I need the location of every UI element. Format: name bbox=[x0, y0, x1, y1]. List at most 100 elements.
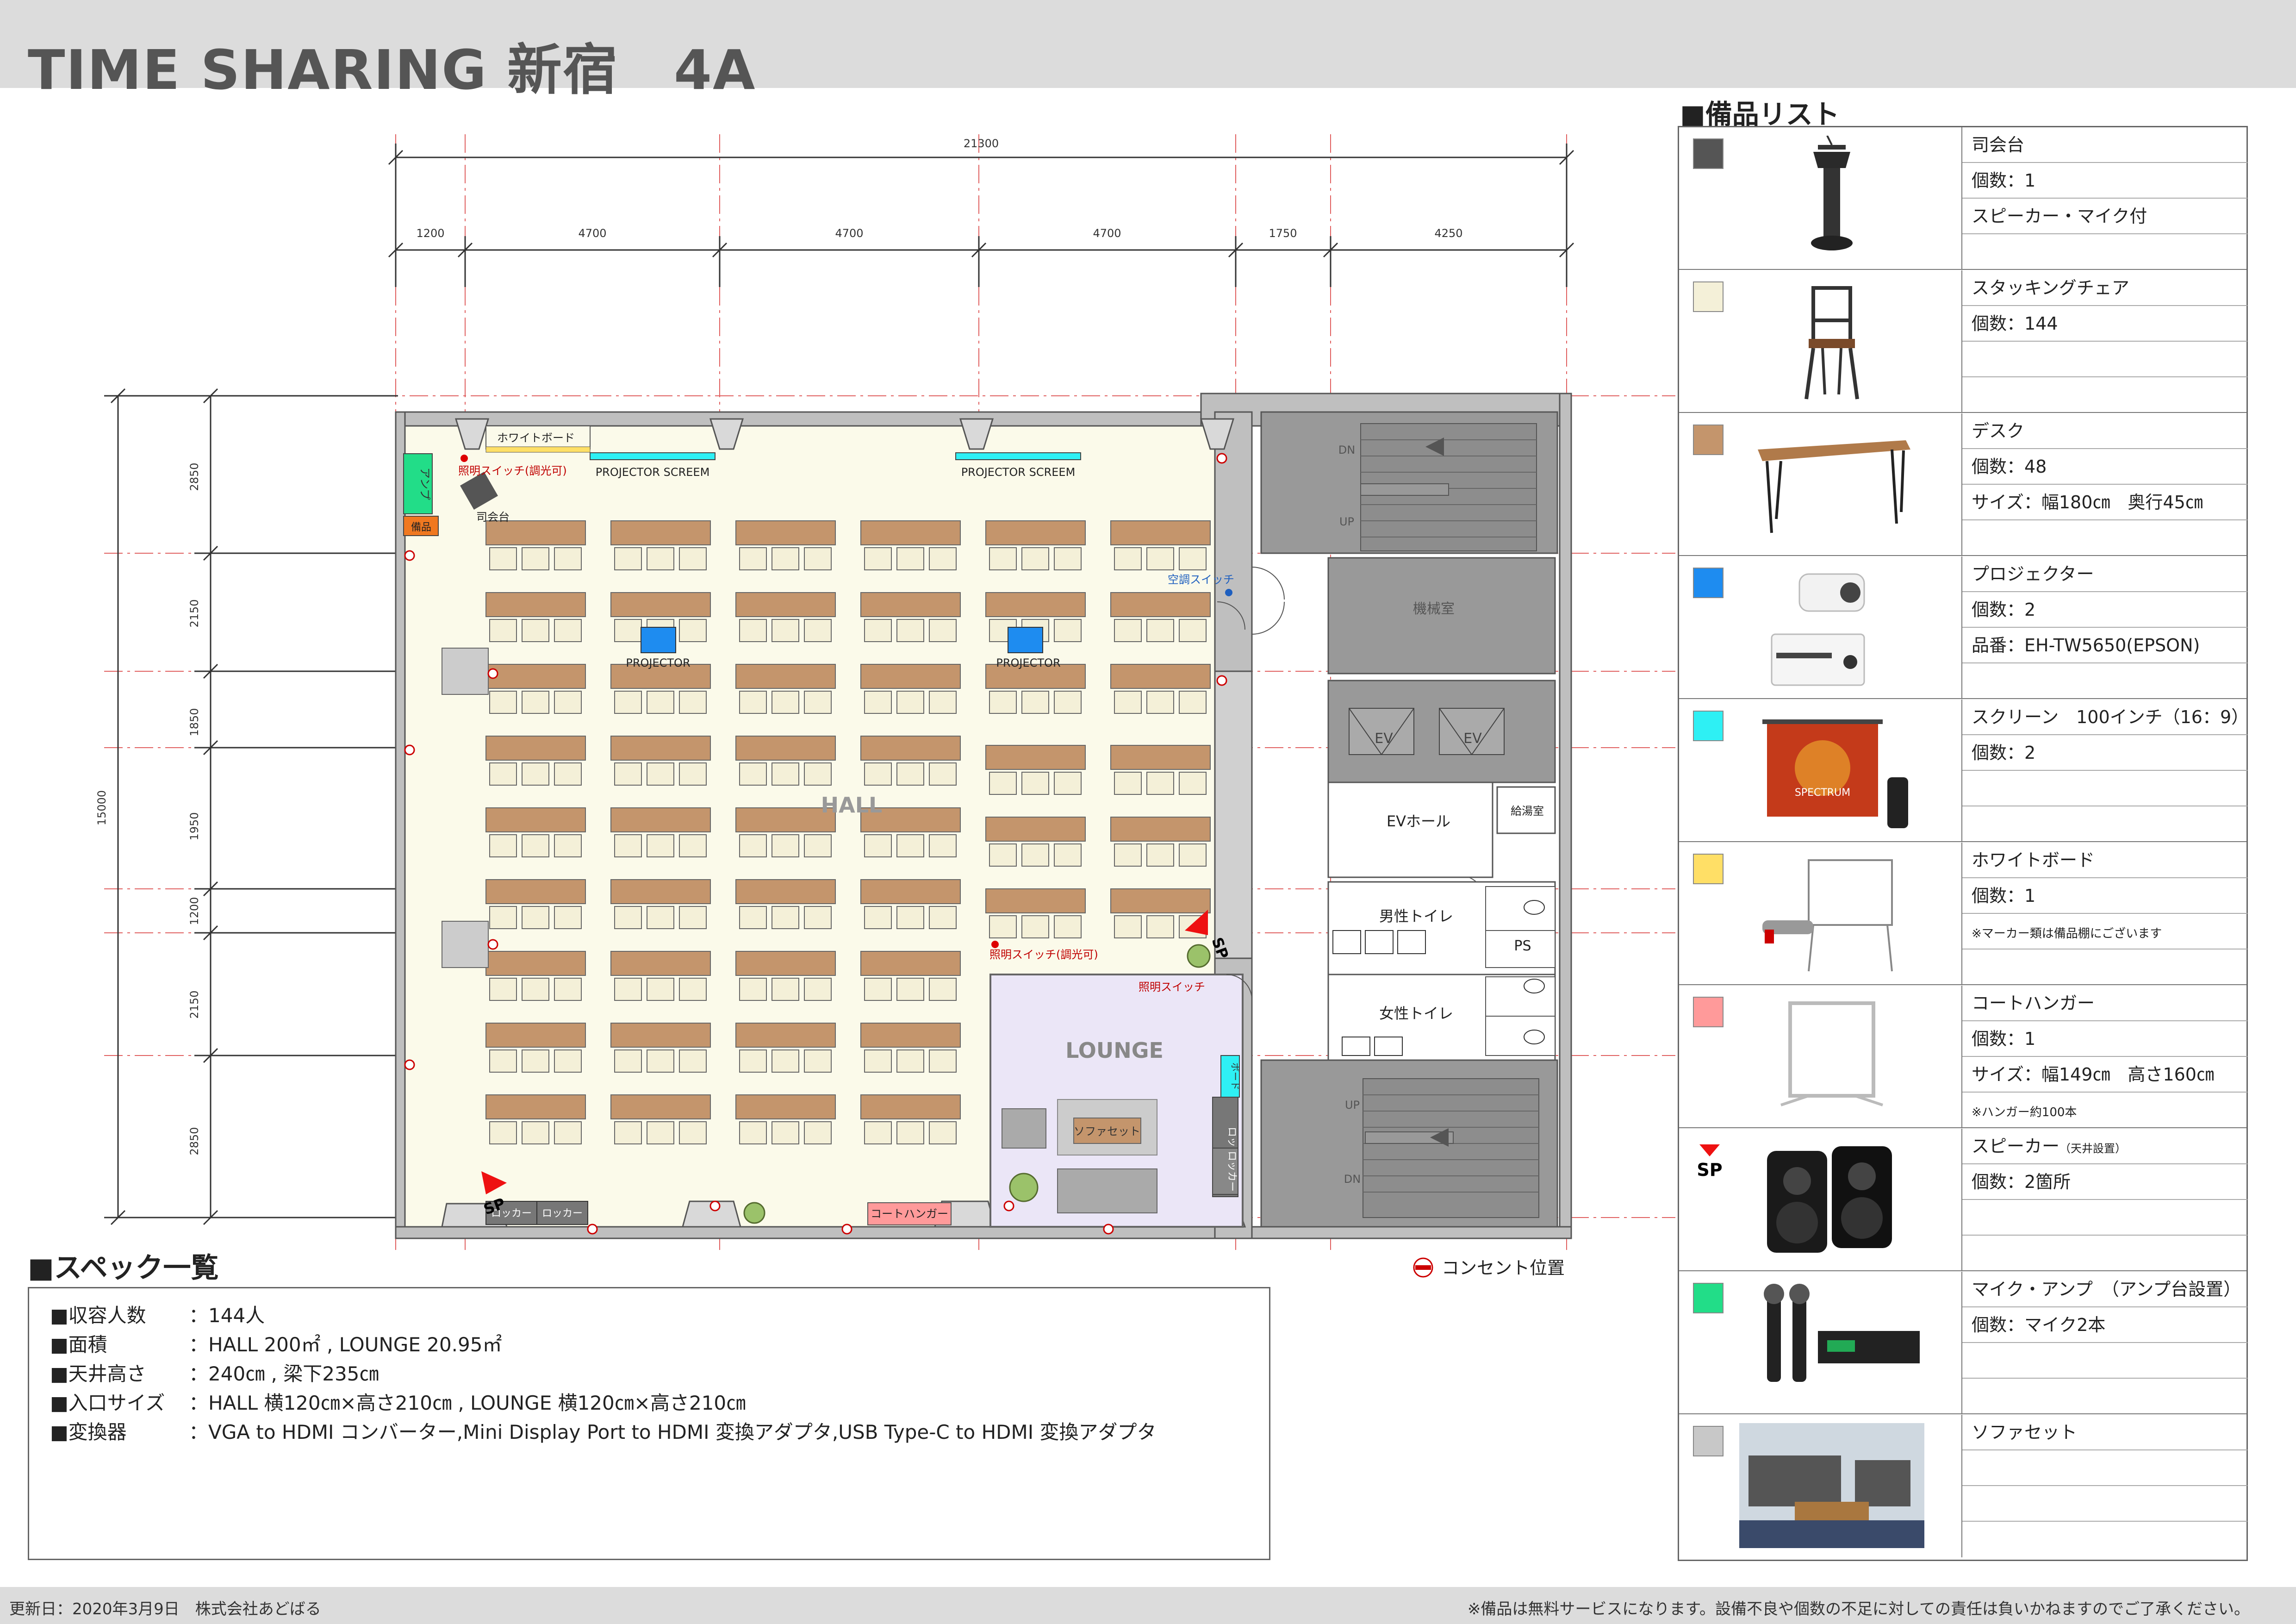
desk bbox=[735, 664, 836, 689]
equipment-name: デスク bbox=[1962, 413, 2247, 449]
chair bbox=[614, 547, 642, 570]
chair bbox=[679, 834, 707, 857]
speaker-marker-icon: SP bbox=[1697, 1144, 1723, 1180]
microphone-icon bbox=[1764, 1284, 1920, 1382]
desk-icon bbox=[1758, 440, 1910, 533]
equipment-detail-line bbox=[1962, 342, 2247, 377]
chair bbox=[1054, 691, 1082, 714]
desk bbox=[860, 736, 961, 761]
chair bbox=[1179, 619, 1207, 642]
chair bbox=[989, 547, 1017, 570]
equipment-detail-line: 個数：48 bbox=[1962, 449, 2247, 485]
outlet-icon bbox=[1103, 1224, 1114, 1235]
equipment-detail-line bbox=[1962, 1486, 2247, 1522]
chair bbox=[864, 547, 892, 570]
color-swatch bbox=[1693, 425, 1724, 455]
chair bbox=[554, 547, 582, 570]
chair bbox=[679, 619, 707, 642]
coat-hanger[interactable] bbox=[867, 1202, 952, 1225]
lounge-board[interactable] bbox=[1220, 1055, 1240, 1098]
desk bbox=[610, 1094, 711, 1119]
chair bbox=[989, 691, 1017, 714]
sofa-long[interactable] bbox=[1057, 1168, 1157, 1213]
spec-key: ■変換器 bbox=[50, 1421, 127, 1443]
chair bbox=[614, 906, 642, 929]
chair bbox=[614, 1049, 642, 1073]
projector-icon bbox=[1771, 573, 1865, 686]
projector-1[interactable] bbox=[641, 627, 676, 653]
podium-icon bbox=[1811, 136, 1853, 250]
pillar-box-1 bbox=[442, 648, 489, 695]
desk bbox=[610, 664, 711, 689]
chair bbox=[989, 915, 1017, 938]
color-swatch bbox=[1693, 711, 1724, 741]
hatched-wall-divider bbox=[1214, 670, 1253, 959]
chair bbox=[772, 691, 799, 714]
chair bbox=[1146, 547, 1174, 570]
desk bbox=[985, 520, 1086, 545]
stair-up-bottom: UP bbox=[1345, 1099, 1360, 1112]
projector-label-1: PROJECTOR bbox=[626, 656, 690, 669]
chair bbox=[679, 1049, 707, 1073]
chair bbox=[739, 906, 767, 929]
outlet-icon bbox=[404, 1059, 415, 1070]
podium[interactable] bbox=[460, 472, 498, 510]
chair bbox=[772, 906, 799, 929]
chair bbox=[647, 978, 674, 1001]
stair-dn-top: DN bbox=[1338, 443, 1355, 456]
chair bbox=[804, 691, 832, 714]
chair bbox=[647, 547, 674, 570]
chair bbox=[864, 762, 892, 786]
coat-hanger-icon bbox=[1780, 1001, 1883, 1106]
equipment-details: ソファセット bbox=[1961, 1415, 2247, 1557]
ev-hall-label: EVホール bbox=[1387, 812, 1450, 830]
equipment-label: 備品 bbox=[411, 522, 431, 533]
outlet-icon bbox=[487, 939, 498, 950]
sofa-table[interactable] bbox=[1073, 1118, 1141, 1144]
chair bbox=[739, 547, 767, 570]
plant bbox=[1009, 1173, 1039, 1202]
chair bbox=[739, 762, 767, 786]
chair bbox=[554, 834, 582, 857]
equipment-shelf[interactable] bbox=[403, 516, 439, 536]
amp-box[interactable] bbox=[403, 453, 433, 514]
dim-w6: 4250 bbox=[1434, 227, 1462, 240]
spec-box: ■収容人数 ：144人 ■面積 ：HALL 200㎡ , LOUNGE 20.9… bbox=[28, 1287, 1270, 1560]
equipment-details: マイク・アンプ （アンプ台設置）個数：マイク2本 bbox=[1961, 1272, 2247, 1414]
spec-value: ：VGA to HDMI コンバーター,Mini Display Port to… bbox=[189, 1421, 1157, 1443]
pillar-box-2 bbox=[442, 921, 489, 968]
header-bar: TIME SHARING 新宿 4A bbox=[0, 0, 2296, 102]
speaker-icon bbox=[1767, 1146, 1892, 1253]
chair bbox=[554, 906, 582, 929]
chair bbox=[489, 762, 517, 786]
chair bbox=[1146, 772, 1174, 795]
outlet-icon bbox=[404, 744, 415, 756]
chair bbox=[1021, 772, 1049, 795]
chair bbox=[1021, 691, 1049, 714]
equipment-name: 司会台 bbox=[1962, 127, 2247, 163]
chair bbox=[929, 547, 957, 570]
hall-locker-2[interactable] bbox=[536, 1201, 588, 1225]
mens-toilet-label: 男性トイレ bbox=[1379, 907, 1453, 925]
projector-2[interactable] bbox=[1008, 627, 1043, 653]
chair bbox=[929, 834, 957, 857]
equipment-name: プロジェクター bbox=[1962, 556, 2247, 592]
plant-2 bbox=[743, 1202, 765, 1224]
chair bbox=[522, 547, 549, 570]
chair bbox=[522, 619, 549, 642]
ac-switch-label: 空調スイッチ bbox=[1168, 573, 1234, 586]
whiteboard-bar[interactable] bbox=[485, 425, 591, 450]
desk bbox=[860, 592, 961, 617]
lounge-locker-2[interactable] bbox=[1212, 1148, 1238, 1195]
sofa-single[interactable] bbox=[1002, 1108, 1046, 1149]
desk bbox=[985, 888, 1086, 913]
desk-grid bbox=[485, 520, 1211, 1144]
outlet-icon bbox=[1216, 453, 1227, 464]
color-swatch bbox=[1693, 138, 1724, 169]
chair bbox=[804, 1121, 832, 1144]
chair bbox=[864, 1049, 892, 1073]
